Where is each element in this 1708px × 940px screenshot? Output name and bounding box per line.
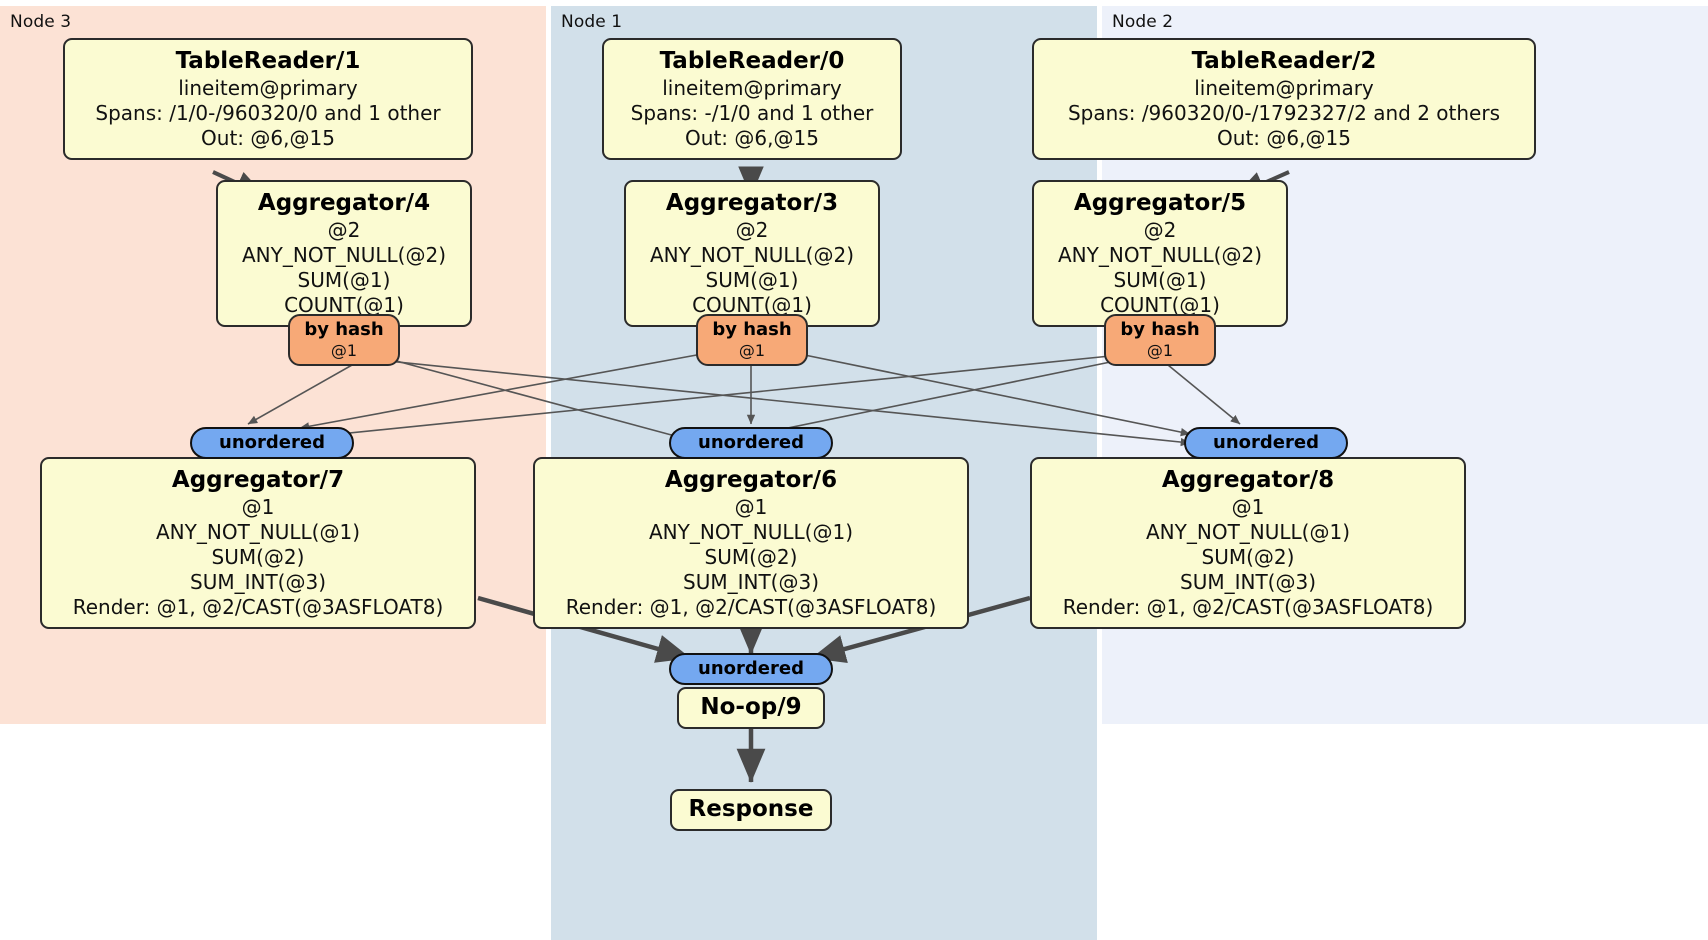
processor-line: COUNT(@1) xyxy=(692,293,812,317)
synchronizer-label: unordered xyxy=(219,432,325,453)
processor-table-reader-2[interactable]: TableReader/2 lineitem@primary Spans: /9… xyxy=(1032,38,1536,160)
processor-line: @1 xyxy=(734,495,768,519)
synchronizer-unordered-final[interactable]: unordered xyxy=(669,653,833,685)
processor-line: SUM_INT(@3) xyxy=(683,570,819,594)
router-by-hash-left[interactable]: by hash @1 xyxy=(288,314,400,366)
processor-title: Aggregator/5 xyxy=(1073,190,1247,216)
processor-line: ANY_NOT_NULL(@1) xyxy=(1146,520,1350,544)
router-title: by hash xyxy=(1120,319,1200,340)
processor-aggregator-8[interactable]: Aggregator/8 @1 ANY_NOT_NULL(@1) SUM(@2)… xyxy=(1030,457,1466,629)
processor-title: TableReader/0 xyxy=(659,48,845,74)
processor-aggregator-6[interactable]: Aggregator/6 @1 ANY_NOT_NULL(@1) SUM(@2)… xyxy=(533,457,969,629)
node-group-label-node-3: Node 3 xyxy=(10,12,72,32)
synchronizer-label: unordered xyxy=(698,432,804,453)
router-detail: @1 xyxy=(1146,341,1174,360)
processor-no-op-9[interactable]: No-op/9 xyxy=(677,687,825,729)
processor-title: TableReader/2 xyxy=(1191,48,1377,74)
processor-response[interactable]: Response xyxy=(670,789,832,831)
processor-line: SUM(@2) xyxy=(211,545,305,569)
synchronizer-unordered-right[interactable]: unordered xyxy=(1184,427,1348,459)
processor-table-reader-1[interactable]: TableReader/1 lineitem@primary Spans: /1… xyxy=(63,38,473,160)
processor-line: ANY_NOT_NULL(@1) xyxy=(156,520,360,544)
processor-line: Out: @6,@15 xyxy=(1217,126,1351,150)
processor-line: COUNT(@1) xyxy=(1100,293,1220,317)
processor-line: @2 xyxy=(327,218,361,242)
processor-line: SUM_INT(@3) xyxy=(1180,570,1316,594)
processor-line: Spans: /1/0-/960320/0 and 1 other xyxy=(95,101,441,125)
processor-line: ANY_NOT_NULL(@2) xyxy=(1058,243,1262,267)
processor-line: SUM(@2) xyxy=(1201,545,1295,569)
processor-line: @1 xyxy=(241,495,275,519)
processor-line: Spans: /960320/0-/1792327/2 and 2 others xyxy=(1067,101,1500,125)
processor-title: Aggregator/4 xyxy=(257,190,431,216)
processor-title: Aggregator/3 xyxy=(665,190,839,216)
processor-line: Render: @1, @2/CAST(@3ASFLOAT8) xyxy=(72,595,444,619)
router-by-hash-right[interactable]: by hash @1 xyxy=(1104,314,1216,366)
processor-line: @1 xyxy=(1231,495,1265,519)
processor-table-reader-0[interactable]: TableReader/0 lineitem@primary Spans: -/… xyxy=(602,38,902,160)
synchronizer-label: unordered xyxy=(1213,432,1319,453)
processor-title: Aggregator/7 xyxy=(171,467,345,493)
router-by-hash-center[interactable]: by hash @1 xyxy=(696,314,808,366)
processor-line: SUM(@1) xyxy=(705,268,799,292)
processor-line: Render: @1, @2/CAST(@3ASFLOAT8) xyxy=(565,595,937,619)
processor-aggregator-3[interactable]: Aggregator/3 @2 ANY_NOT_NULL(@2) SUM(@1)… xyxy=(624,180,880,327)
processor-line: ANY_NOT_NULL(@1) xyxy=(649,520,853,544)
synchronizer-label: unordered xyxy=(698,658,804,679)
node-group-label-node-1: Node 1 xyxy=(561,12,623,32)
processor-title: Response xyxy=(688,796,814,822)
processor-aggregator-4[interactable]: Aggregator/4 @2 ANY_NOT_NULL(@2) SUM(@1)… xyxy=(216,180,472,327)
processor-line: lineitem@primary xyxy=(1194,76,1374,100)
router-detail: @1 xyxy=(330,341,358,360)
processor-title: Aggregator/6 xyxy=(664,467,838,493)
processor-line: SUM(@1) xyxy=(297,268,391,292)
processor-line: Spans: -/1/0 and 1 other xyxy=(630,101,874,125)
processor-line: Out: @6,@15 xyxy=(201,126,335,150)
processor-line: ANY_NOT_NULL(@2) xyxy=(650,243,854,267)
processor-line: lineitem@primary xyxy=(662,76,842,100)
processor-line: Out: @6,@15 xyxy=(685,126,819,150)
processor-line: SUM(@2) xyxy=(704,545,798,569)
processor-line: SUM_INT(@3) xyxy=(190,570,326,594)
processor-aggregator-5[interactable]: Aggregator/5 @2 ANY_NOT_NULL(@2) SUM(@1)… xyxy=(1032,180,1288,327)
synchronizer-unordered-left[interactable]: unordered xyxy=(190,427,354,459)
processor-line: Render: @1, @2/CAST(@3ASFLOAT8) xyxy=(1062,595,1434,619)
processor-line: ANY_NOT_NULL(@2) xyxy=(242,243,446,267)
processor-title: Aggregator/8 xyxy=(1161,467,1335,493)
router-detail: @1 xyxy=(738,341,766,360)
processor-line: @2 xyxy=(735,218,769,242)
processor-title: No-op/9 xyxy=(700,694,802,720)
router-title: by hash xyxy=(304,319,384,340)
processor-line: SUM(@1) xyxy=(1113,268,1207,292)
processor-title: TableReader/1 xyxy=(175,48,361,74)
node-group-label-node-2: Node 2 xyxy=(1112,12,1174,32)
router-title: by hash xyxy=(712,319,792,340)
synchronizer-unordered-center[interactable]: unordered xyxy=(669,427,833,459)
processor-aggregator-7[interactable]: Aggregator/7 @1 ANY_NOT_NULL(@1) SUM(@2)… xyxy=(40,457,476,629)
processor-line: COUNT(@1) xyxy=(284,293,404,317)
processor-line: @2 xyxy=(1143,218,1177,242)
processor-line: lineitem@primary xyxy=(178,76,358,100)
